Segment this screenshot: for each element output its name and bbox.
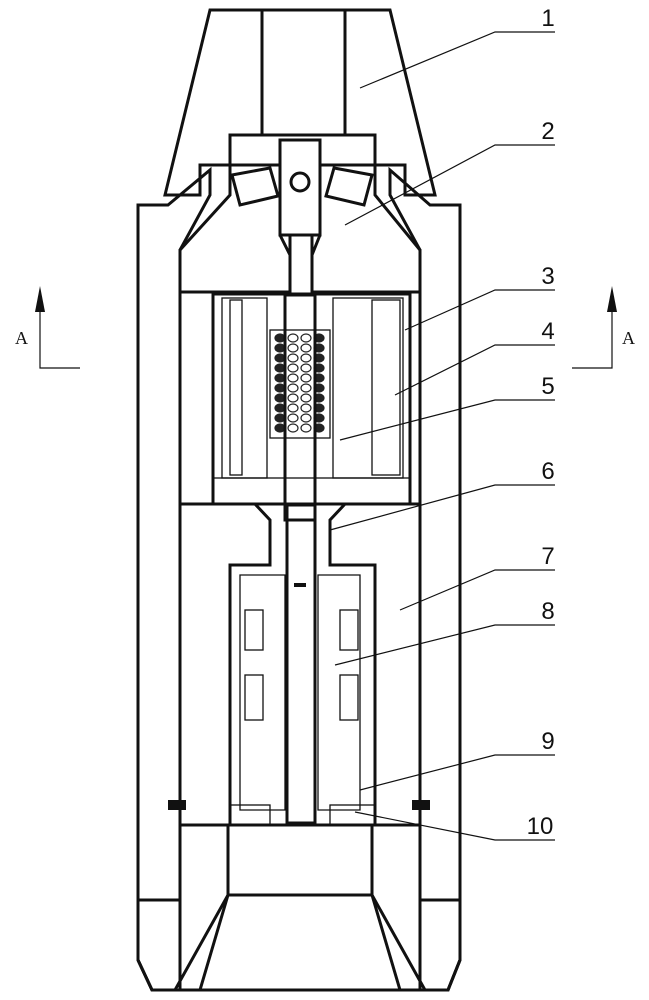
- leader-5: [339, 399, 555, 441]
- solenoid-assembly: [211, 292, 412, 522]
- part-label-5: 5: [541, 373, 554, 400]
- part-label-6: 6: [541, 458, 554, 485]
- part-label-7: 7: [541, 543, 554, 570]
- spring-coil: [287, 413, 299, 423]
- part-label-9: 9: [541, 728, 554, 755]
- section-label-right: A: [622, 328, 635, 348]
- part-label-10: 10: [527, 813, 554, 840]
- spring-coil: [300, 383, 312, 393]
- spring-coil: [300, 333, 312, 343]
- spring-coil: [287, 423, 299, 433]
- leader-lines: [329, 31, 555, 841]
- section-mark-left: A: [15, 286, 80, 369]
- leader-9: [359, 754, 555, 791]
- spring-coil: [300, 363, 312, 373]
- part-label-1: 1: [541, 5, 554, 32]
- spring-coil: [287, 403, 299, 413]
- top-cap-part-1: [163, 8, 437, 197]
- leader-7: [399, 569, 555, 611]
- leader-4: [394, 344, 555, 396]
- part-label-2: 2: [541, 118, 554, 145]
- spring-coil: [287, 343, 299, 353]
- arrow-up-icon: [35, 286, 45, 312]
- arrow-up-icon: [607, 286, 617, 312]
- part-labels: 1 2 3 4 5 6 7 8 9 10: [527, 5, 555, 840]
- spring-coils: [274, 333, 325, 433]
- leader-8: [334, 624, 555, 666]
- part-label-8: 8: [541, 598, 554, 625]
- spring-coil: [300, 423, 312, 433]
- leader-10: [354, 811, 555, 841]
- spring-coil: [300, 403, 312, 413]
- leader-1: [359, 31, 555, 89]
- leader-2: [344, 144, 555, 226]
- spring-coil: [300, 343, 312, 353]
- spring-coil: [287, 383, 299, 393]
- spring-coil: [300, 373, 312, 383]
- valve-block-part-2: [178, 138, 422, 297]
- lower-assembly: [136, 502, 462, 992]
- leader-3: [404, 289, 555, 331]
- spring-coil: [287, 393, 299, 403]
- spring-coil: [287, 333, 299, 343]
- spring-coil: [300, 393, 312, 403]
- spring-coil: [287, 373, 299, 383]
- section-mark-right: A: [572, 286, 635, 369]
- section-label-left: A: [15, 328, 28, 348]
- leader-6: [329, 484, 555, 531]
- part-label-3: 3: [541, 263, 554, 290]
- spring-coil: [300, 353, 312, 363]
- spring-coil: [300, 413, 312, 423]
- spring-coil: [287, 363, 299, 373]
- spring-coil: [287, 353, 299, 363]
- part-label-4: 4: [541, 318, 554, 345]
